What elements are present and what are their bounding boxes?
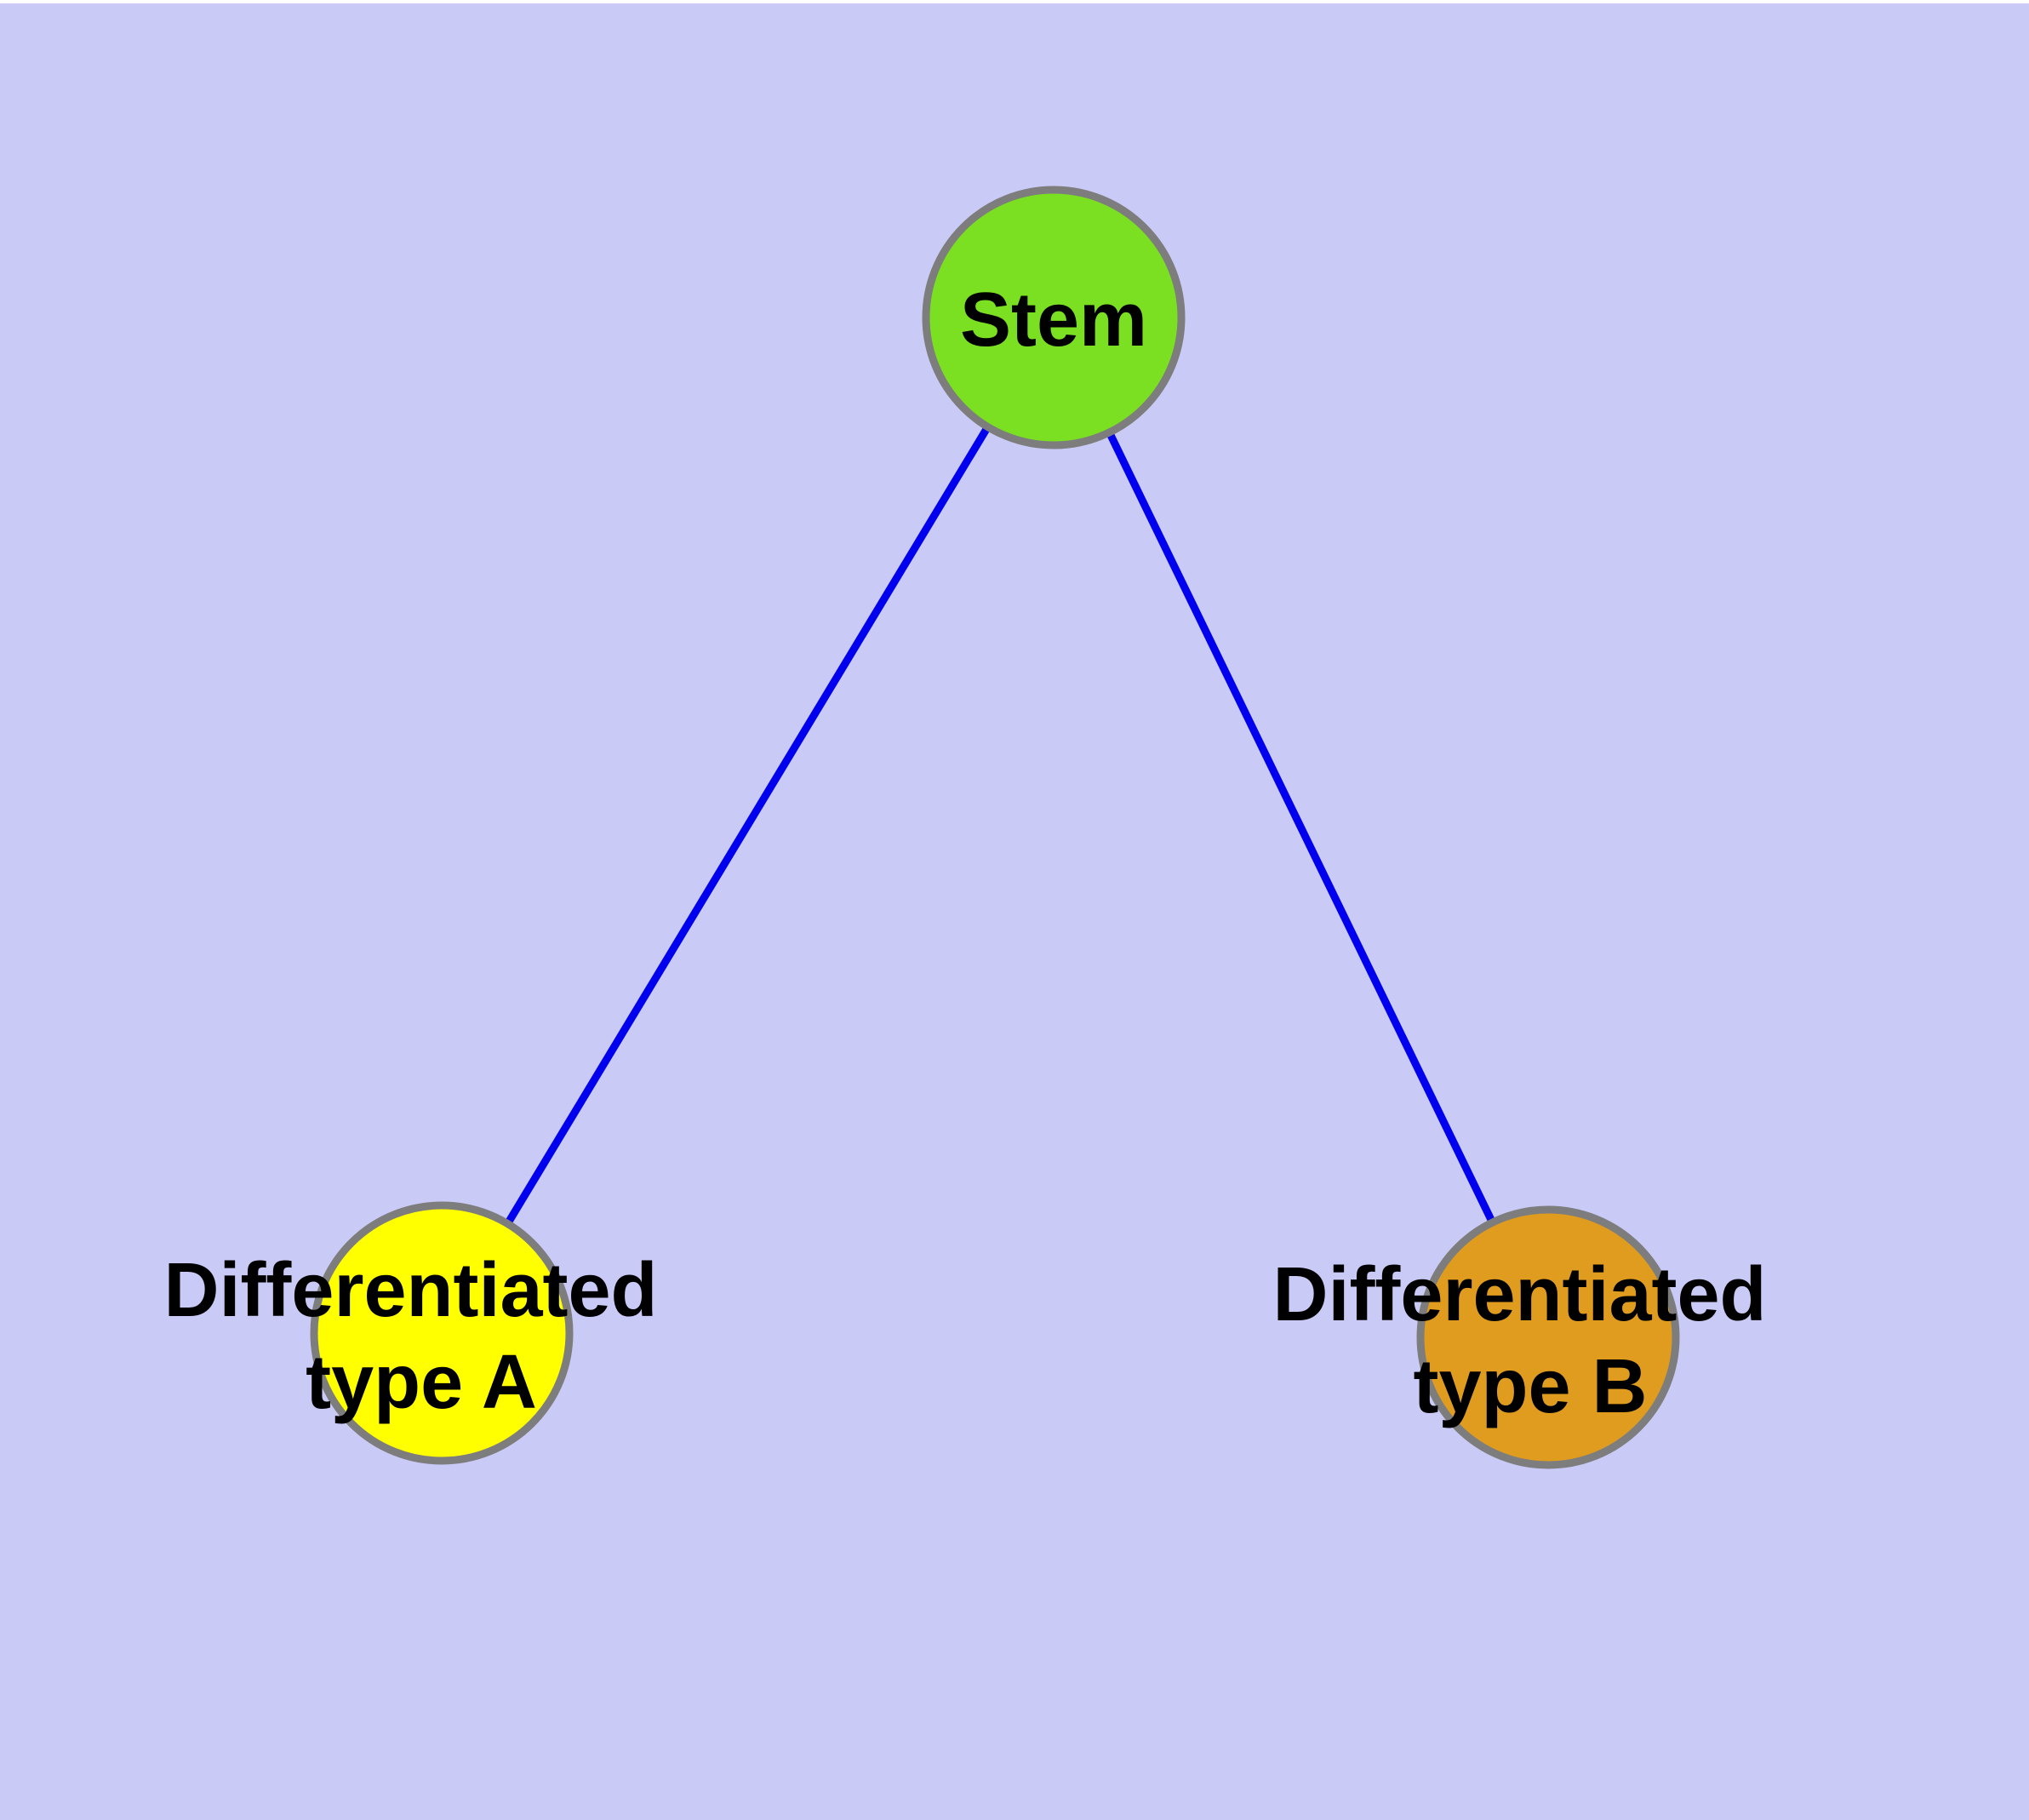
- node-stem: [922, 186, 1186, 449]
- differentiated-type-a-label: Differentiated type A: [163, 1248, 678, 1425]
- type-a-label-line-2: type A: [306, 1340, 537, 1425]
- node-differentiated-type-b: [1416, 1205, 1680, 1469]
- type-a-label-line-1: Differentiated: [163, 1248, 657, 1333]
- edge-stem-to-type-a: [438, 315, 1057, 1336]
- stem-node-label: Stem: [960, 278, 1147, 363]
- type-b-label-line-2: type B: [1413, 1344, 1647, 1429]
- type-b-label-line-1: Differentiated: [1272, 1252, 1766, 1337]
- node-differentiated-type-a: [310, 1201, 574, 1465]
- differentiated-type-b-label: Differentiated type B: [1272, 1252, 1787, 1429]
- stem-label-line-1: Stem: [960, 278, 1147, 363]
- edge-stem-to-type-b: [1049, 316, 1552, 1339]
- top-margin-strip: [0, 0, 2029, 3]
